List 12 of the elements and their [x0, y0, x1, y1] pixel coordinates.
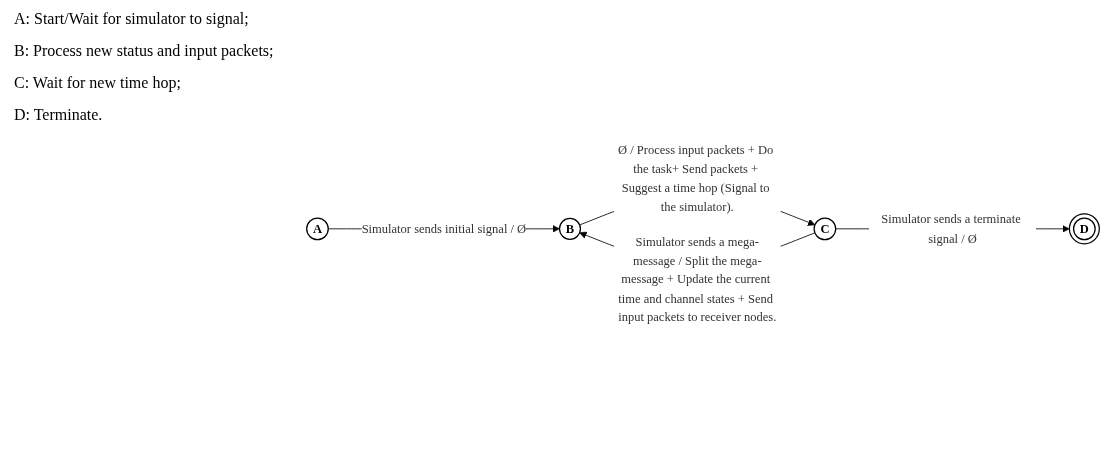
edge-label: Simulator sends a mega-message / Split the mega-message + Update the current time and channel states + Send input packets to receiver nodes. [618, 234, 777, 324]
node-circle: B [558, 217, 582, 240]
state-description: A: Start/Wait for simulator to signal; [14, 10, 250, 28]
state-description: B: Process new status and input packets; [14, 42, 275, 60]
state-description: C: Wait for new time hop; [14, 74, 182, 92]
node-circle: D [1068, 213, 1100, 245]
edge-label: Simulator sends initial signal / Ø [361, 221, 527, 236]
state-description: D: Terminate. [14, 106, 104, 124]
edge-label: Simulator sends a terminate signal / Ø [881, 212, 1021, 245]
node-circle: C [813, 217, 837, 241]
edge-label: Ø / Process input packets + Do the task+ Send packets + Suggest a time hop (Signal to the simulator). [618, 143, 774, 213]
node-circle: A [306, 217, 329, 241]
